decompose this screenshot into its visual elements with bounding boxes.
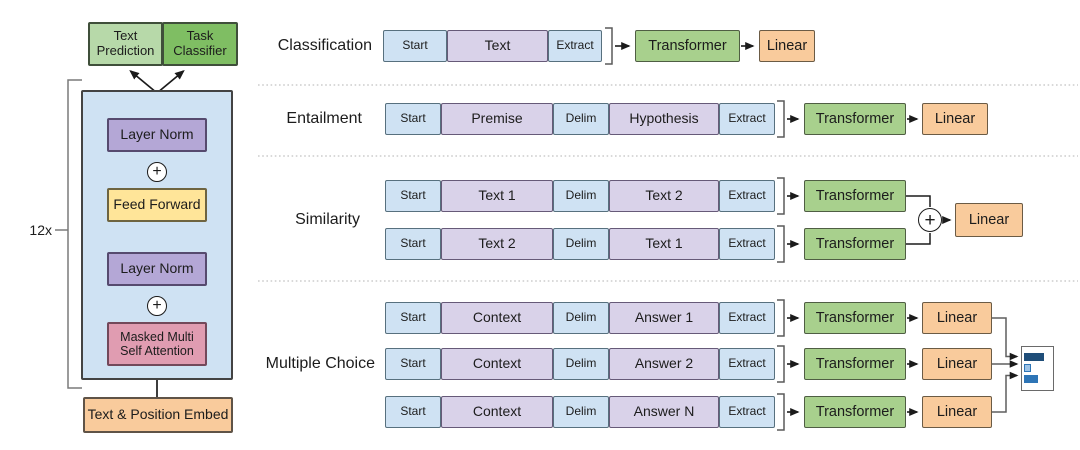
token-start: Start [383, 30, 447, 62]
token-extract: Extract [719, 396, 775, 428]
token-extract: Extract [719, 228, 775, 260]
token-text: Text [447, 30, 548, 62]
token-text-1: Text 1 [609, 228, 719, 260]
token-start: Start [385, 103, 441, 135]
transformer-box: Transformer [804, 348, 906, 380]
token-start: Start [385, 228, 441, 260]
embed-box: Text & Position Embed [83, 397, 233, 433]
task-label-similarity: Similarity [295, 211, 360, 228]
repeat-count-label: 12x [29, 222, 52, 238]
token-start: Start [385, 302, 441, 334]
token-context: Context [441, 302, 553, 334]
token-delim: Delim [553, 228, 609, 260]
token-answer-2: Answer 2 [609, 348, 719, 380]
add-icon: + [147, 162, 167, 182]
score-bar-1 [1024, 353, 1044, 361]
token-start: Start [385, 396, 441, 428]
transformer-box: Transformer [804, 302, 906, 334]
score-bar-2 [1024, 364, 1031, 372]
token-answer-1: Answer 1 [609, 302, 719, 334]
feed-forward-box: Feed Forward [107, 188, 207, 222]
linear-box: Linear [922, 103, 988, 135]
linear-box: Linear [759, 30, 815, 62]
token-extract: Extract [719, 302, 775, 334]
token-context: Context [441, 396, 553, 428]
add-icon: + [147, 296, 167, 316]
layer-norm-bottom-box: Layer Norm [107, 252, 207, 286]
token-context: Context [441, 348, 553, 380]
token-extract: Extract [548, 30, 602, 62]
choice-output-wires [992, 317, 1019, 413]
text-prediction-box: Text Prediction [88, 22, 163, 66]
token-extract: Extract [719, 348, 775, 380]
token-delim: Delim [553, 180, 609, 212]
transformer-box: Transformer [804, 228, 906, 260]
transformer-box: Transformer [804, 180, 906, 212]
task-label-entailment: Entailment [286, 110, 362, 127]
linear-box: Linear [922, 396, 992, 428]
task-label-multiple-choice: Multiple Choice [265, 355, 375, 372]
token-start: Start [385, 348, 441, 380]
linear-box: Linear [922, 302, 992, 334]
masked-self-attention-box: Masked Multi Self Attention [107, 322, 207, 366]
token-delim: Delim [553, 302, 609, 334]
token-premise: Premise [441, 103, 553, 135]
transformer-box: Transformer [804, 103, 906, 135]
token-answer-n: Answer N [609, 396, 719, 428]
score-bar-3 [1024, 375, 1038, 383]
token-text-1: Text 1 [441, 180, 553, 212]
sum-icon: + [918, 208, 942, 232]
token-delim: Delim [553, 103, 609, 135]
repeat-bracket [55, 79, 82, 389]
token-start: Start [385, 180, 441, 212]
token-hypothesis: Hypothesis [609, 103, 719, 135]
token-delim: Delim [553, 396, 609, 428]
layer-norm-top-box: Layer Norm [107, 118, 207, 152]
score-bars-box [1021, 346, 1054, 391]
transformer-box: Transformer [635, 30, 740, 62]
linear-box: Linear [955, 203, 1023, 237]
linear-box: Linear [922, 348, 992, 380]
task-classifier-box: Task Classifier [162, 22, 238, 66]
token-extract: Extract [719, 103, 775, 135]
token-extract: Extract [719, 180, 775, 212]
token-text-2: Text 2 [609, 180, 719, 212]
transformer-box: Transformer [804, 396, 906, 428]
task-label-classification: Classification [277, 37, 372, 54]
token-text-2: Text 2 [441, 228, 553, 260]
token-delim: Delim [553, 348, 609, 380]
